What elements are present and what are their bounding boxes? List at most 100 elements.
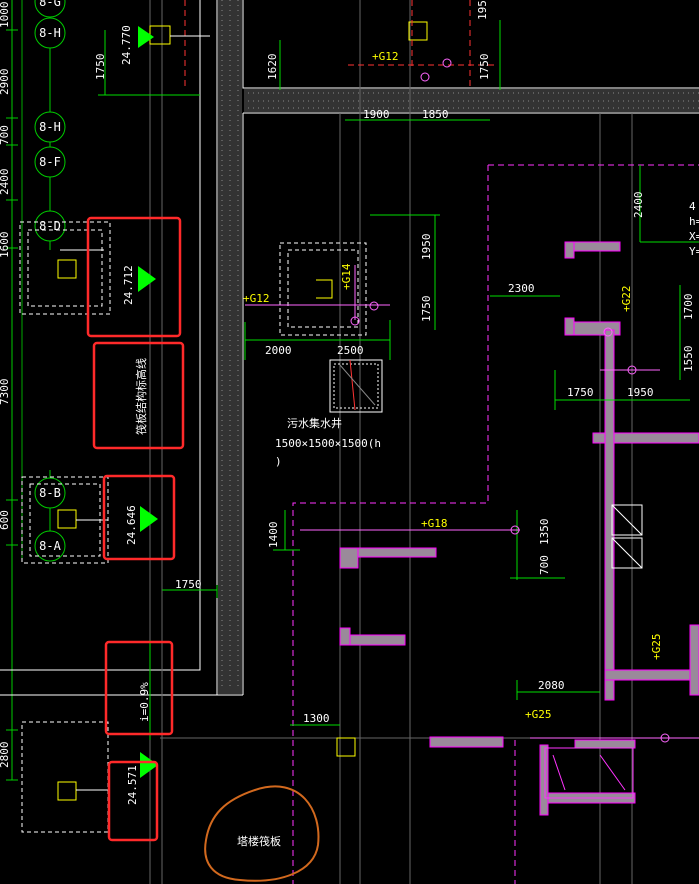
building-outline — [0, 0, 699, 696]
dim-left-600: 600 — [0, 510, 11, 530]
dim-left-2400: 2400 — [0, 169, 11, 196]
beam-label-g25-h: +G25 — [525, 708, 552, 721]
wall-hatch-dots — [221, 0, 699, 690]
dim-700: 700 — [538, 555, 551, 575]
dim-left-1000: 1000 — [0, 2, 11, 29]
beam-label-g14: +G14 — [340, 263, 353, 290]
dim-1750-right: 1750 — [478, 54, 491, 81]
dim-1700: 1700 — [682, 294, 695, 321]
highlight-box-24646 — [102, 474, 176, 561]
elevation-24770: 24.770 — [120, 25, 133, 65]
dim-1400: 1400 — [267, 522, 280, 549]
beam-label-g22-text: G22 — [620, 286, 633, 306]
sewage-sump — [329, 359, 383, 413]
axis-bubble-8g — [34, 0, 66, 18]
dim-left-700: 700 — [0, 125, 11, 145]
dim-2500: 2500 — [337, 344, 364, 357]
axis-label-8a: 8-A — [39, 539, 61, 553]
magenta-dashed-boundary — [184, 0, 699, 884]
dim-1950-h: 1950 — [627, 386, 654, 399]
axis-label-8d: 8-D — [39, 219, 61, 233]
elevation-leader-lines — [60, 35, 210, 791]
freehand-circle — [204, 785, 320, 882]
elevation-24571: 24.571 — [126, 765, 139, 805]
dimension-lines — [98, 20, 699, 740]
highlight-box-contour — [92, 341, 185, 450]
dim-left-2900: 2900 — [0, 69, 11, 96]
elevation-triangle-1 — [138, 26, 154, 48]
beam-label-g22: +G22 — [620, 286, 633, 313]
axis-bubble-8c — [34, 111, 66, 143]
dim-2000: 2000 — [265, 344, 292, 357]
beam-label-g14-text: G14 — [340, 263, 353, 283]
elevation-values: 24.770 24.712 24.646 24.571 — [120, 25, 139, 805]
elevation-triangle-2 — [138, 266, 156, 292]
axis-label-8c: 8-H — [39, 120, 61, 134]
dim-1750-top: 1750 — [94, 54, 107, 81]
highlight-boxes — [86, 216, 185, 842]
edge-text-1: 4 — [689, 200, 696, 213]
beam-label-g12-left: +G12 — [243, 292, 270, 305]
dim-1750-h: 1750 — [567, 386, 594, 399]
dim-1950-v: 1950 — [420, 234, 433, 261]
dim-1620: 1620 — [266, 54, 279, 81]
foundation-contour-label: 筏板结构标高线 — [134, 358, 148, 435]
edge-text-2: h= — [689, 215, 699, 228]
elevation-24646: 24.646 — [125, 505, 138, 545]
dim-left-2800: 2800 — [0, 742, 11, 769]
beam-label-g12-left-text: G12 — [250, 292, 270, 305]
elevation-triangle-4 — [140, 752, 158, 778]
dim-1900: 1900 — [363, 108, 390, 121]
elevation-triangle-3 — [140, 506, 158, 532]
axis-bubble-8f — [34, 146, 66, 178]
highlight-box-slope — [104, 640, 174, 736]
axis-bubble-8d — [34, 210, 66, 242]
beam-label-g12-top-text: G12 — [379, 50, 399, 63]
axis-label-8g: 8-G — [39, 0, 61, 9]
highlight-box-24571 — [107, 760, 159, 842]
dim-2080: 2080 — [538, 679, 565, 692]
edge-text: 4 h= X= Y= — [689, 200, 699, 258]
sump-size-end: ) — [275, 455, 282, 468]
axis-label-8h: 8-H — [39, 26, 61, 40]
axis-bubble-8b — [34, 477, 66, 509]
highlight-box-24712 — [86, 216, 182, 338]
left-dimension-labels: 1000 2900 700 2400 1600 7300 600 2800 — [0, 2, 11, 769]
edge-text-4: Y= — [689, 245, 699, 258]
elevation-24712: 24.712 — [122, 265, 135, 305]
dim-1750-mid: 1750 — [175, 578, 202, 591]
interior-walls — [339, 241, 699, 816]
beam-label-g12-top: +G12 — [372, 50, 399, 63]
left-dimension-column — [6, 0, 23, 781]
dim-1300: 1300 — [303, 712, 330, 725]
sump-name: 污水集水井 — [287, 416, 342, 430]
elevation-markers — [138, 26, 158, 778]
dim-left-7300: 7300 — [0, 379, 11, 406]
grade-beam-labels: +G12 +G14 +G12 +G22 +G18 +G25 +G25 — [243, 50, 663, 721]
dim-left-1600: 1600 — [0, 232, 11, 259]
dim-1850: 1850 — [422, 108, 449, 121]
beam-label-g18-text: G18 — [428, 517, 448, 530]
axis-label-8b: 8-B — [39, 486, 61, 500]
beam-label-g25-h-text: G25 — [532, 708, 552, 721]
axis-label-8f: 8-F — [39, 155, 61, 169]
dim-195: 195 — [476, 0, 489, 20]
slope-label: i=0.9% — [138, 682, 151, 722]
dim-1750-v: 1750 — [420, 296, 433, 323]
beam-markers — [350, 58, 670, 743]
beam-axis-lines — [245, 265, 699, 739]
sump-size: 1500×1500×1500(h — [275, 437, 381, 450]
dim-1550: 1550 — [682, 346, 695, 373]
edge-text-3: X= — [689, 230, 699, 243]
dim-1350: 1350 — [538, 519, 551, 546]
tower-raft-label: 塔楼筏板 — [237, 834, 281, 848]
dim-2400: 2400 — [632, 192, 645, 219]
dimension-texts: 1750 1620 1900 1850 1750 195 1950 1750 2… — [94, 0, 695, 725]
beam-label-g18: +G18 — [421, 517, 448, 530]
elevator-shaft — [544, 504, 643, 799]
axis-bubble-8a — [34, 530, 66, 562]
axis-bubble-8h — [34, 17, 66, 49]
dim-2300: 2300 — [508, 282, 535, 295]
